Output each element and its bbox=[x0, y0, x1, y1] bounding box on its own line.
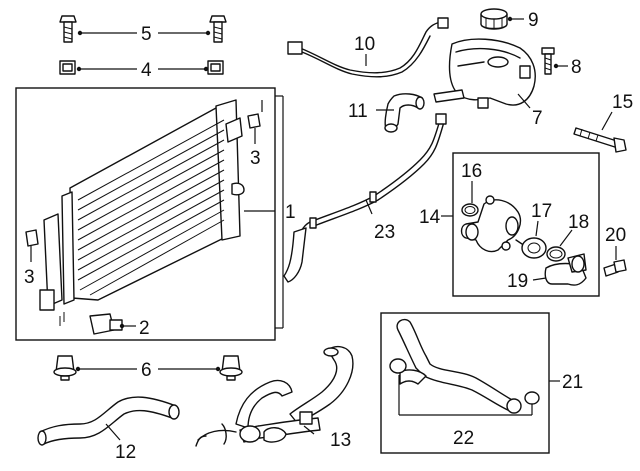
part-9-reservoir-cap bbox=[480, 8, 508, 30]
part-17-thermostat bbox=[515, 237, 547, 259]
callout-5: 5 bbox=[141, 24, 152, 45]
callout-15: 15 bbox=[612, 92, 633, 113]
part-10-overflow-hose bbox=[287, 17, 449, 78]
callout-6: 6 bbox=[141, 360, 152, 381]
callout-23: 23 bbox=[374, 222, 395, 243]
part-12-lower-hose bbox=[37, 396, 180, 446]
callout-1: 1 bbox=[285, 202, 296, 223]
callout-21: 21 bbox=[562, 372, 583, 393]
part-13-upper-hose-assembly bbox=[195, 345, 354, 447]
part-7-coolant-reservoir bbox=[433, 38, 536, 109]
callout-17: 17 bbox=[531, 201, 552, 222]
radiator-group-frame bbox=[15, 87, 276, 341]
part-15-bolt bbox=[573, 127, 627, 153]
part-23-bleed-tube bbox=[283, 113, 447, 283]
callout-19: 19 bbox=[507, 271, 528, 292]
part-8-bolt bbox=[541, 47, 555, 75]
callout-12: 12 bbox=[115, 442, 136, 463]
callout-14: 14 bbox=[419, 207, 441, 228]
part-2-drain-plug bbox=[89, 313, 123, 335]
thermostat-housing-group-frame bbox=[452, 152, 600, 297]
callout-2: 2 bbox=[139, 318, 150, 339]
part-3-clip-lower bbox=[25, 229, 39, 247]
thermostat-housing bbox=[460, 195, 522, 253]
part-20-bolt bbox=[603, 259, 627, 277]
callout-13: 13 bbox=[330, 430, 351, 451]
callout-16: 16 bbox=[461, 161, 482, 182]
part-5-bolt-left bbox=[59, 15, 77, 43]
callout-8: 8 bbox=[571, 57, 582, 78]
callout-10: 10 bbox=[354, 34, 375, 55]
callout-18: 18 bbox=[568, 212, 589, 233]
callout-22: 22 bbox=[453, 428, 474, 449]
part-1-radiator bbox=[39, 99, 245, 326]
water-pump-hose-group-frame bbox=[380, 312, 550, 454]
part-5-bolt-right bbox=[209, 15, 227, 43]
part-3-clip-upper bbox=[247, 113, 261, 129]
part-6-mount-right bbox=[219, 355, 243, 381]
callout-4: 4 bbox=[141, 60, 152, 81]
callout-3-upper: 3 bbox=[250, 148, 261, 169]
part-18-gasket bbox=[546, 246, 566, 262]
part-22-water-pump-hose bbox=[389, 318, 540, 414]
part-4-nut-left bbox=[59, 60, 76, 75]
callout-3-lower: 3 bbox=[24, 267, 35, 288]
callout-7: 7 bbox=[532, 108, 543, 129]
callout-20: 20 bbox=[605, 225, 626, 246]
part-11-elbow-hose bbox=[384, 93, 425, 133]
part-19-thermostat-outlet bbox=[544, 253, 587, 286]
part-4-nut-right bbox=[207, 60, 224, 75]
callout-9: 9 bbox=[528, 10, 539, 31]
callout-11: 11 bbox=[348, 101, 368, 122]
part-16-o-ring bbox=[461, 203, 479, 217]
part-6-mount-left bbox=[53, 355, 77, 381]
